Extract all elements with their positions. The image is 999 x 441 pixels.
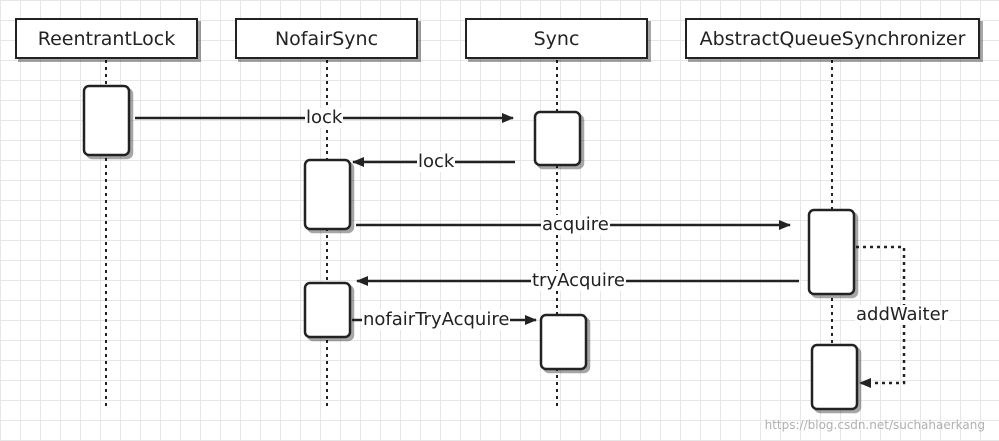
message-label-lock-1: lock <box>305 107 344 128</box>
message-label-add-waiter: addWaiter <box>855 304 950 325</box>
arrow-add-waiter <box>856 245 906 388</box>
participant-sync: Sync <box>465 18 648 59</box>
participant-nofair-sync: NofairSync <box>235 18 418 59</box>
participant-sync-label: Sync <box>533 27 580 50</box>
participant-nofair-sync-label: NofairSync <box>274 27 379 50</box>
participant-reentrant-lock-label: ReentrantLock <box>37 27 176 50</box>
message-label-try-acquire: tryAcquire <box>531 270 626 291</box>
participant-aqs-label: AbstractQueueSynchronizer <box>699 27 966 50</box>
message-label-acquire: acquire <box>541 214 610 235</box>
activation-sync-1 <box>533 110 582 167</box>
watermark-text: https://blog.csdn.net/suchahaerkang <box>764 418 985 432</box>
activation-sync-2 <box>539 313 588 371</box>
activation-nofair-sync-1 <box>303 158 352 231</box>
activation-aqs-2 <box>810 343 859 411</box>
activation-reentrant-lock <box>82 84 131 157</box>
message-label-lock-2: lock <box>417 151 456 172</box>
activation-aqs-1 <box>807 208 856 296</box>
message-label-nofair-try-acquire: nofairTryAcquire <box>362 309 511 330</box>
participant-aqs: AbstractQueueSynchronizer <box>685 18 980 59</box>
activation-nofair-sync-2 <box>303 281 352 339</box>
participant-reentrant-lock: ReentrantLock <box>15 18 198 59</box>
